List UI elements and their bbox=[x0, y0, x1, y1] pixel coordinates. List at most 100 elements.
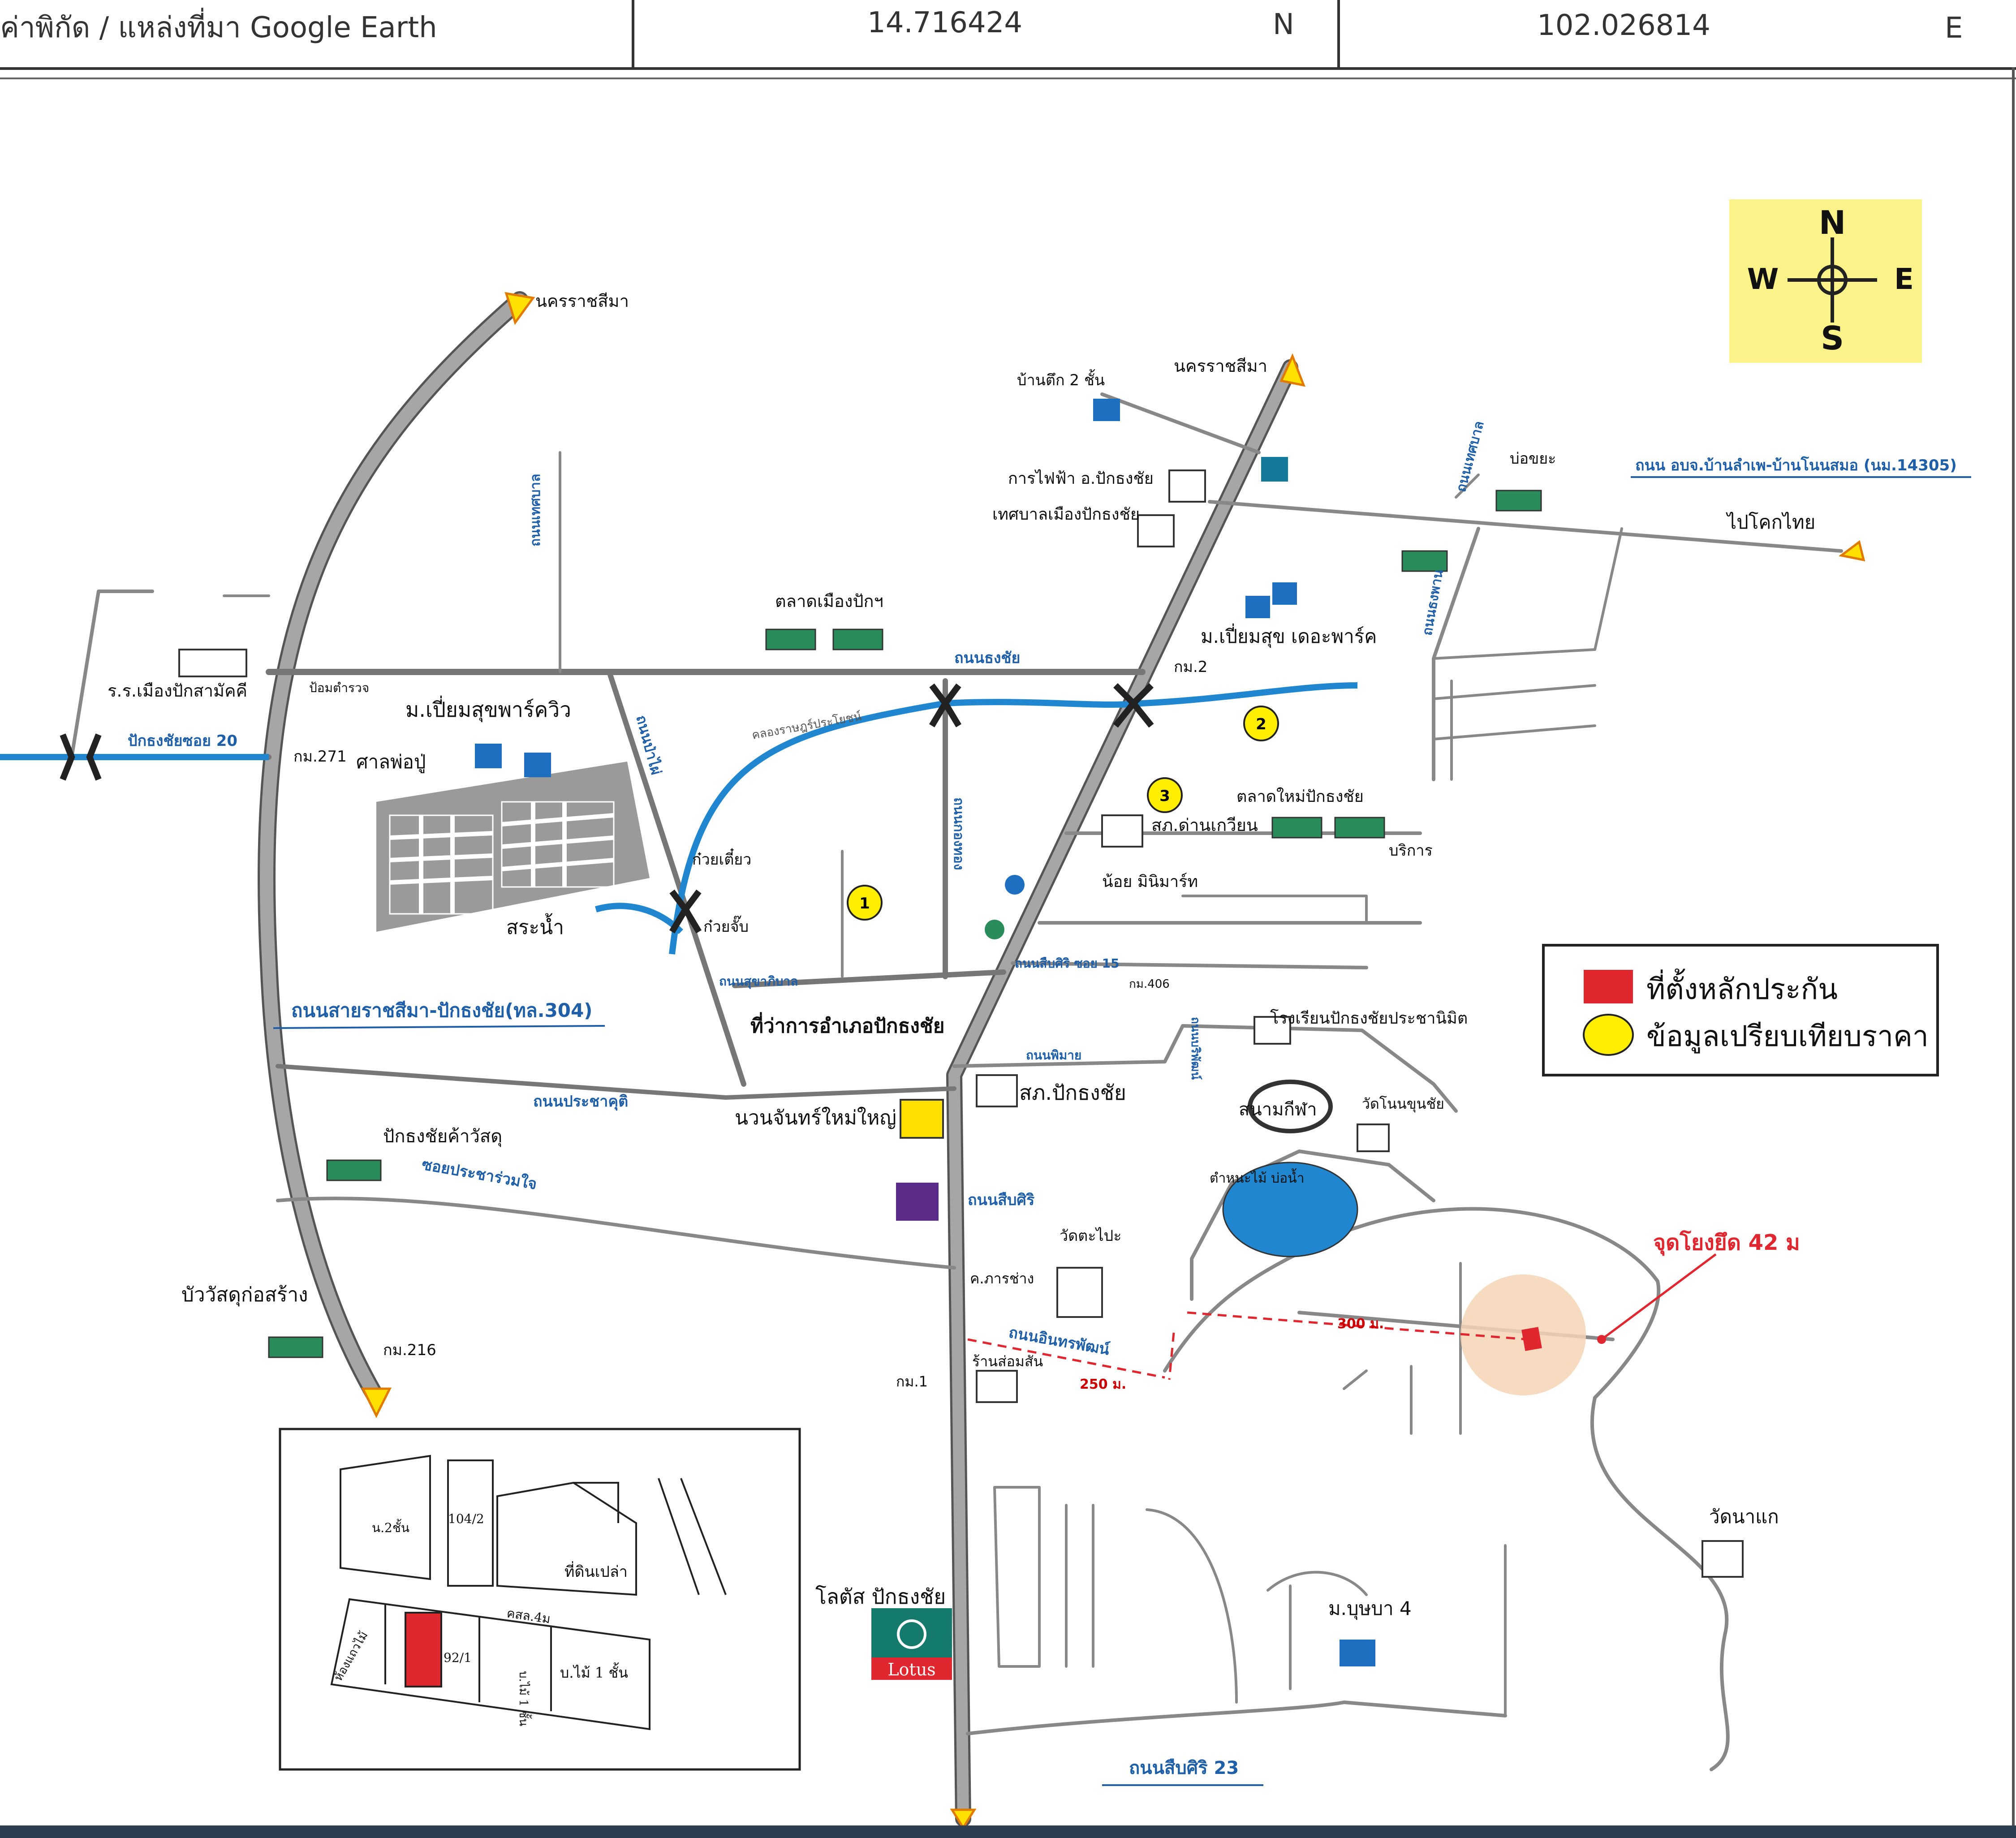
inset-map: น.2ชั้น 104/2 ที่ดินเปล่า คสล.4ม ห้องแถว… bbox=[279, 1428, 801, 1771]
arrow-south-icon bbox=[950, 1808, 977, 1830]
label-building-mat: บัววัสดุก่อสร้าง bbox=[181, 1283, 308, 1307]
arrow-sw-icon bbox=[361, 1387, 392, 1418]
longitude-cell: 102.026814 E bbox=[1337, 0, 2016, 70]
inset-p5: 92/1 bbox=[444, 1650, 472, 1665]
intersection-icons bbox=[60, 683, 1154, 934]
label-road-soi15: ถนนสืบศิริ ซอย 15 bbox=[1015, 956, 1120, 971]
label-service: บริการ bbox=[1389, 842, 1433, 860]
label-police-box: ป้อมตำรวจ bbox=[309, 680, 369, 695]
inset-collateral-parcel bbox=[405, 1612, 442, 1687]
label-road-thetsaban: ถนนเทศบาล bbox=[528, 473, 543, 547]
label-km271: กม.271 bbox=[293, 748, 347, 766]
junction-dot bbox=[1597, 1335, 1606, 1344]
roundabout-icon bbox=[900, 1099, 944, 1139]
label-electric: การไฟฟ้า อ.ปักธงชัย bbox=[1008, 469, 1154, 488]
compass-w: W bbox=[1747, 263, 1779, 296]
label-car-shop: ค.ภารช่าง bbox=[970, 1270, 1034, 1287]
inset-p6: บ.ไม้ 1 ชั้น bbox=[517, 1671, 532, 1726]
inset-p1: น.2ชั้น bbox=[372, 1519, 409, 1535]
label-road-prachakhuti: ถนนประชาคุติ bbox=[533, 1093, 628, 1111]
inset-p7: บ.ไม้ 1 ชั้น bbox=[560, 1662, 628, 1681]
legend-comparable-swatch bbox=[1583, 1014, 1634, 1056]
legend-collateral-swatch bbox=[1584, 970, 1633, 1003]
label-lotus: โลตัส ปักธงชัย bbox=[815, 1584, 946, 1609]
marker-2: 2 bbox=[1256, 715, 1266, 733]
label-road-soi20: ปักธงชัยซอย 20 bbox=[128, 732, 237, 750]
stadium-track bbox=[1248, 1080, 1333, 1133]
label-junction: จุดโยงยึด 42 ม bbox=[1653, 1230, 1800, 1256]
inset-p2: 104/2 bbox=[448, 1511, 484, 1526]
collateral-marker bbox=[1521, 1327, 1542, 1351]
label-roundabout: นวนจันทร์ใหม่ใหญ่ bbox=[735, 1106, 896, 1129]
label-km216: กม.216 bbox=[383, 1341, 436, 1359]
longitude-value: 102.026814 bbox=[1537, 9, 1710, 42]
compass: N S E W bbox=[1729, 199, 1922, 363]
label-police-station: สภ.ปักธงชัย bbox=[1019, 1080, 1126, 1105]
latitude-cell: 14.716424 N bbox=[632, 0, 1340, 70]
arrow-ne-icon bbox=[1279, 353, 1305, 387]
label-kruay-tee: ก๋วยเตี๋ยว bbox=[692, 848, 751, 869]
label-road-obj: ถนน อบจ.บ้านลำเพ-บ้านโนนสมอ (นม.14305) bbox=[1635, 456, 1957, 474]
label-klong-khao: ก๋วยจั๊บ bbox=[703, 915, 749, 936]
legend: ที่ตั้งหลักประกัน ข้อมูลเปรียบเทียบราคา bbox=[1542, 944, 1939, 1076]
label-road-suebsiri: ถนนสืบศิริ bbox=[968, 1191, 1035, 1209]
footer-bar bbox=[0, 1825, 2016, 1838]
label-moo-buppha: ม.บุษบา 4 bbox=[1328, 1597, 1412, 1620]
label-road-thongphan: ถนนธงพาน bbox=[1419, 568, 1446, 637]
latitude-value: 14.716424 bbox=[867, 6, 1023, 39]
label-road-soi-prachakhuti: ซอยประชาร่วมใจ bbox=[420, 1155, 538, 1193]
place-labels: นครราชสีมา นครราชสีมา ไปโคกไทย ร.ร.เมือง… bbox=[108, 291, 1815, 1620]
label-construction-shop: ปักธงชัยค้าวัสดุ bbox=[383, 1126, 502, 1147]
pond bbox=[1222, 1162, 1358, 1257]
label-pond: ตำหนะไม้ บ่อน้ำ bbox=[1210, 1168, 1305, 1186]
building-icons: Lotus bbox=[178, 399, 1744, 1680]
label-arrow-ne: นครราชสีมา bbox=[1174, 356, 1267, 376]
label-shop-sommai: ร้านส่อมสัน bbox=[972, 1353, 1043, 1370]
header-label-cell: ค่าพิกัด / แหล่งที่มา Google Earth bbox=[0, 0, 632, 70]
marker-1: 1 bbox=[859, 895, 870, 913]
label-road-thongchai: ถนนธงชัย bbox=[954, 649, 1020, 667]
bank-icon-2 bbox=[1005, 875, 1025, 895]
label-arrow-nw: นครราชสีมา bbox=[535, 291, 629, 311]
legend-comparable-label: ข้อมูลเปรียบเทียบราคา bbox=[1646, 1020, 1929, 1054]
latitude-direction: N bbox=[1273, 8, 1294, 41]
label-road-suebsiri23: ถนนสืบศิริ 23 bbox=[1129, 1758, 1239, 1778]
label-temple-center: วัดตะไปะ bbox=[1060, 1227, 1121, 1245]
label-pak-soi: ศาลพ่อปู่ bbox=[356, 751, 426, 773]
label-mung-sukh: ม.เปี่ยมสุข เดอะพาร์ค bbox=[1201, 624, 1377, 648]
housing-estate bbox=[376, 762, 650, 932]
label-road-kongthong: ถนนกองทอง bbox=[951, 797, 966, 870]
label-temple-east: วัดโนนขุนชัย bbox=[1362, 1095, 1444, 1113]
label-sapa: สภ.ด่านเกวียน bbox=[1151, 815, 1258, 835]
longitude-direction: E bbox=[1945, 12, 1963, 45]
arrow-east-icon bbox=[1839, 540, 1865, 562]
label-new-market: ตลาดใหม่ปักธงชัย bbox=[1236, 787, 1364, 806]
label-road-tl304: ถนนสายราชสีมา-ปักธงชัย(ทล.304) bbox=[291, 999, 592, 1021]
label-dist-250: 250 ม. bbox=[1080, 1377, 1126, 1392]
label-arrow-east: ไปโคกไทย bbox=[1726, 511, 1815, 533]
label-market: ตลาดเมืองปักฯ bbox=[775, 591, 883, 611]
label-house2: บ้านตึก 2 ชั้น bbox=[1017, 369, 1105, 389]
legend-collateral-label: ที่ตั้งหลักประกัน bbox=[1646, 969, 1838, 1006]
utility-icon bbox=[1261, 457, 1288, 482]
label-school2: โรงเรียนปักธงชัยประชานิมิต bbox=[1270, 1009, 1468, 1028]
bank-icon bbox=[896, 1183, 939, 1221]
arrow-nw-icon bbox=[504, 292, 535, 325]
comparable-markers: 1 2 3 bbox=[847, 706, 1279, 921]
bank-icon-3 bbox=[985, 920, 1004, 939]
canal-network bbox=[0, 682, 1358, 955]
label-sa-nam: สระน้ำ bbox=[506, 913, 564, 939]
label-road-sukhaphiban: ถนนสุขาภิบาล bbox=[719, 974, 798, 989]
label-temple-se: วัดนาแก bbox=[1709, 1506, 1779, 1528]
lotus-brand: Lotus bbox=[887, 1660, 935, 1679]
label-noy-mart: น้อย มินิมาร์ท bbox=[1102, 873, 1198, 891]
label-sports: สนามกีฬา bbox=[1239, 1099, 1317, 1120]
label-km1: กม.1 bbox=[896, 1373, 928, 1390]
marker-3: 3 bbox=[1159, 787, 1170, 805]
distance-dashes-2 bbox=[967, 1338, 1165, 1379]
label-road-thesaban2: ถนนเทศบาล bbox=[1453, 419, 1487, 494]
label-road-phimai: ถนนพิมาย bbox=[1026, 1048, 1081, 1063]
label-dist-300: 300 ม. bbox=[1337, 1316, 1384, 1332]
